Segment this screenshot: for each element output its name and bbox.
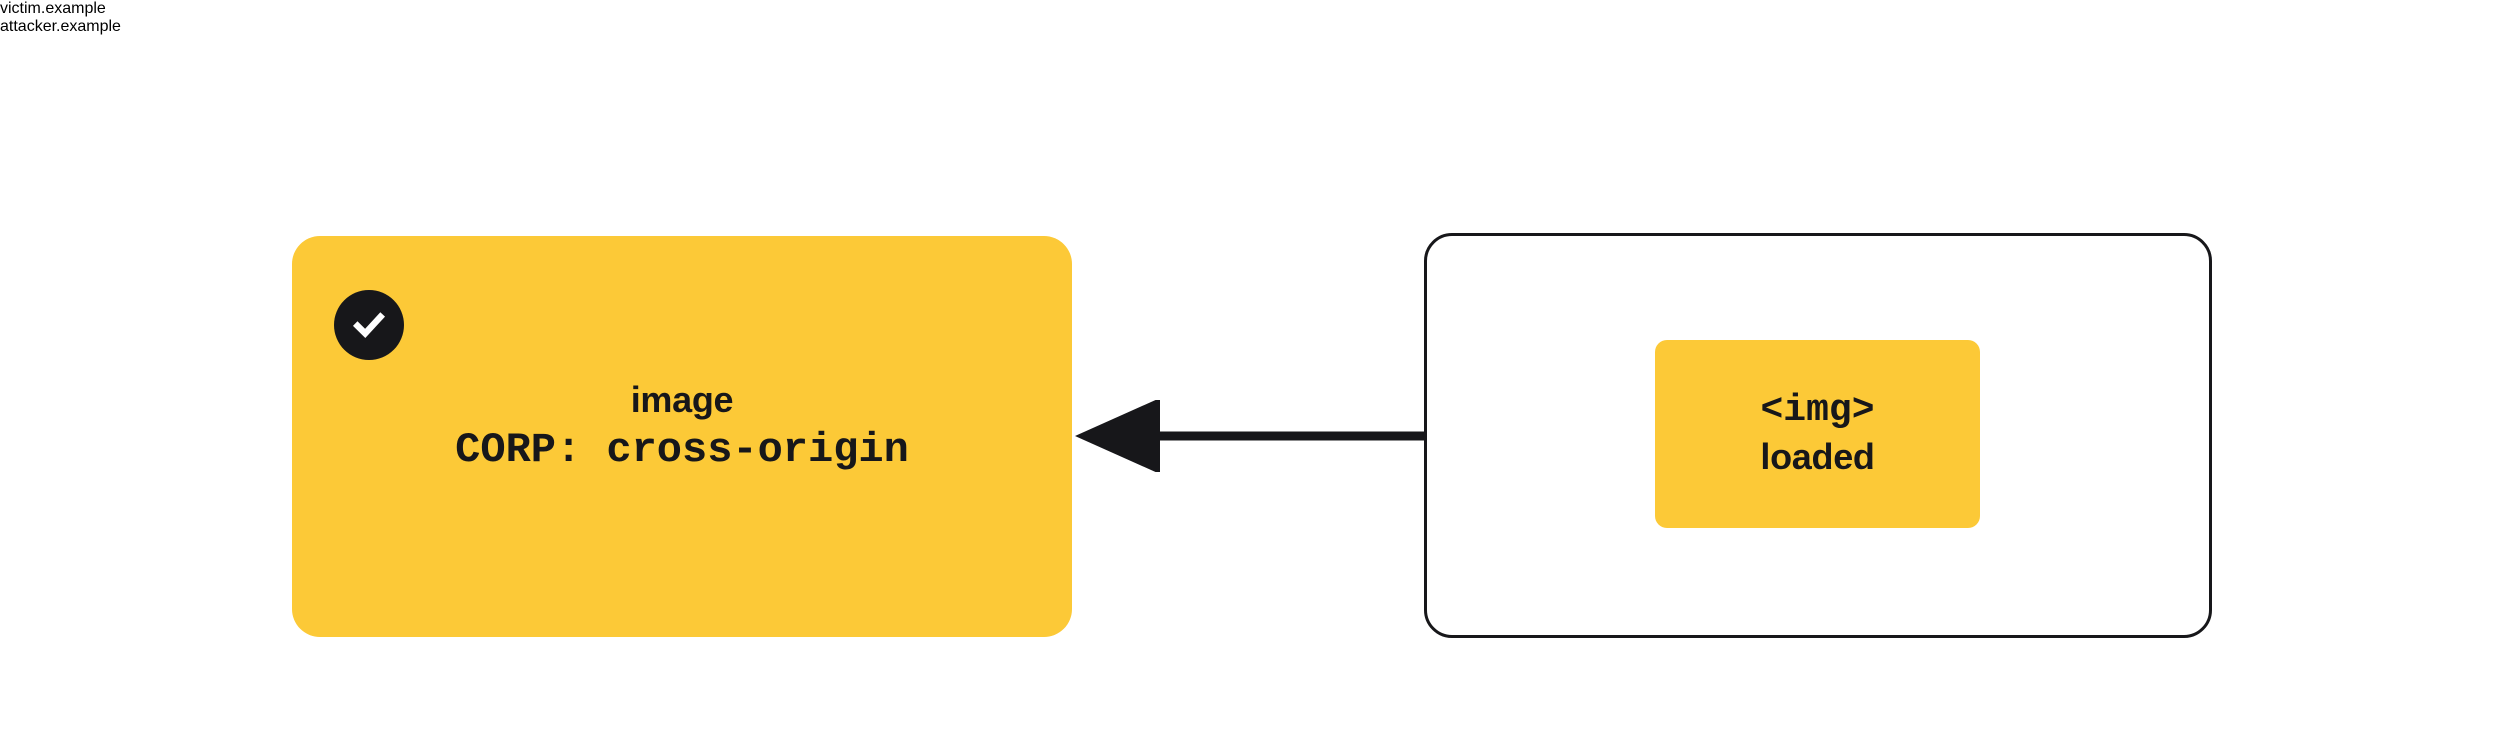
img-status-label: loaded — [1760, 436, 1875, 477]
resource-title: image — [630, 379, 734, 420]
victim-resource-box — [292, 236, 1072, 637]
check-circle-icon — [334, 290, 404, 360]
victim-resource-text: image CORP: cross-origin — [292, 376, 1072, 476]
img-element-chip: <img> loaded — [1655, 340, 1980, 528]
victim-origin-label: victim.example — [0, 0, 106, 17]
img-tag-label: <img> — [1760, 389, 1875, 432]
attacker-origin-label: attacker.example — [0, 18, 121, 35]
resource-corp-header: CORP: cross-origin — [455, 426, 909, 474]
